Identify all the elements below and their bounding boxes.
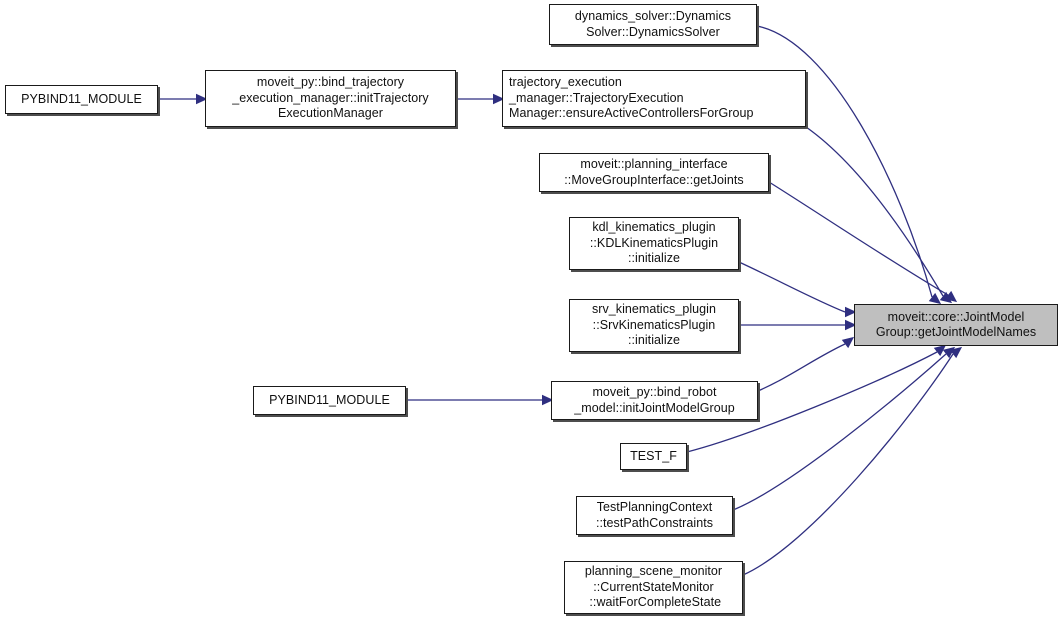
node-init-joint-model-group[interactable]: moveit_py::bind_robot _model::initJointM… (551, 381, 758, 420)
node-label: trajectory_execution _manager::Trajector… (509, 75, 754, 121)
edge-kdl-kinematics-plugin-initialize-to-get-joint-model-names (738, 261, 846, 313)
node-srv-kinematics-plugin-initialize[interactable]: srv_kinematics_plugin ::SrvKinematicsPlu… (569, 299, 739, 352)
node-kdl-kinematics-plugin-initialize[interactable]: kdl_kinematics_plugin ::KDLKinematicsPlu… (569, 217, 739, 270)
node-label: TestPlanningContext ::testPathConstraint… (595, 500, 714, 530)
node-wait-for-complete-state[interactable]: planning_scene_monitor ::CurrentStateMon… (564, 561, 743, 614)
node-label: PYBIND11_MODULE (21, 91, 142, 106)
node-dynamics-solver[interactable]: dynamics_solver::Dynamics Solver::Dynami… (549, 4, 757, 45)
node-label: planning_scene_monitor ::CurrentStateMon… (584, 564, 723, 610)
node-pybind11-module-robot-model[interactable]: PYBIND11_MODULE (253, 386, 406, 415)
node-test-f[interactable]: TEST_F (620, 443, 687, 470)
node-test-planning-context-test-path-constraints[interactable]: TestPlanningContext ::testPathConstraint… (576, 496, 733, 535)
node-ensure-active-controllers-for-group[interactable]: trajectory_execution _manager::Trajector… (502, 70, 806, 127)
node-label: moveit_py::bind_robot _model::initJointM… (574, 385, 735, 415)
node-label: dynamics_solver::Dynamics Solver::Dynami… (574, 9, 732, 39)
node-label: moveit_py::bind_trajectory _execution_ma… (232, 75, 429, 121)
node-label: srv_kinematics_plugin ::SrvKinematicsPlu… (591, 302, 717, 348)
node-label: moveit::planning_interface ::MoveGroupIn… (564, 157, 744, 187)
node-move-group-interface-get-joints[interactable]: moveit::planning_interface ::MoveGroupIn… (539, 153, 769, 192)
edge-wait-for-complete-state-to-get-joint-model-names (742, 353, 954, 576)
node-label: moveit::core::JointModel Group::getJoint… (875, 309, 1037, 340)
node-init-trajectory-execution-manager[interactable]: moveit_py::bind_trajectory _execution_ma… (205, 70, 456, 127)
edge-init-joint-model-group-to-get-joint-model-names (757, 343, 846, 392)
node-label: PYBIND11_MODULE (269, 392, 390, 407)
node-label: kdl_kinematics_plugin ::KDLKinematicsPlu… (589, 220, 719, 266)
node-pybind11-module-trajectory[interactable]: PYBIND11_MODULE (5, 85, 158, 114)
edge-move-group-interface-get-joints-to-get-joint-model-names (768, 181, 949, 296)
node-label: TEST_F (630, 448, 677, 463)
edge-dynamics-solver-to-get-joint-model-names (756, 25, 933, 298)
edge-ensure-active-controllers-for-group-to-get-joint-model-names (805, 126, 944, 297)
node-get-joint-model-names[interactable]: moveit::core::JointModel Group::getJoint… (854, 304, 1058, 346)
edge-test-planning-context-test-path-constraints-to-get-joint-model-names (732, 353, 947, 511)
